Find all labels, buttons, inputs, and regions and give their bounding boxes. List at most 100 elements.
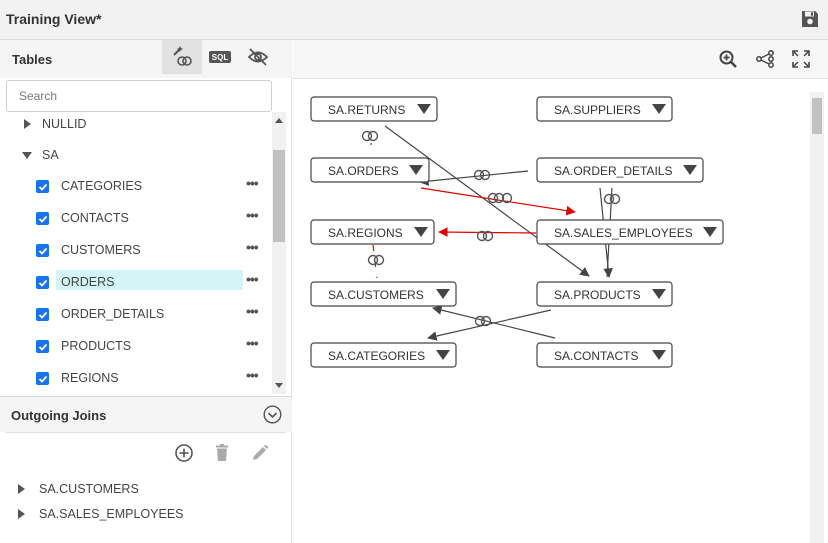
diagram-node-customers[interactable]: SA.CUSTOMERS <box>310 281 457 307</box>
caret-right-icon[interactable] <box>24 119 31 129</box>
table-checkbox[interactable] <box>36 212 49 225</box>
node-dropdown-icon[interactable] <box>414 227 428 237</box>
node-dropdown-icon[interactable] <box>652 289 666 299</box>
join-diagram: SA.RETURNS SA.SUPPLIERS SA.ORDERS SA.ORD… <box>310 96 724 368</box>
table-row[interactable]: REGIONS ••• <box>0 366 272 392</box>
table-label: CUSTOMERS <box>61 243 141 257</box>
more-options-icon[interactable]: ••• <box>246 367 259 383</box>
node-dropdown-icon[interactable] <box>652 350 666 360</box>
node-dropdown-icon[interactable] <box>652 104 666 114</box>
table-row[interactable]: ORDER_DETAILS ••• <box>0 302 272 328</box>
table-checkbox[interactable] <box>36 340 49 353</box>
tree-node-sa[interactable]: SA <box>0 143 272 169</box>
join-line[interactable] <box>384 125 590 277</box>
diagram-node-order-details[interactable]: SA.ORDER_DETAILS <box>536 157 704 183</box>
table-row[interactable]: CONTACTS ••• <box>0 206 272 232</box>
scroll-thumb[interactable] <box>273 150 285 242</box>
table-tree: NULLID SA CATEGORIES ••• CONTACTS ••• CU… <box>0 112 272 394</box>
scroll-down-icon[interactable] <box>275 383 283 388</box>
table-label: CONTACTS <box>61 211 129 225</box>
node-dropdown-icon[interactable] <box>436 289 450 299</box>
sql-button[interactable]: SQL <box>200 40 240 74</box>
join-line[interactable] <box>419 170 529 186</box>
table-row[interactable]: CATEGORIES ••• <box>0 174 272 200</box>
join-icon[interactable] <box>474 315 492 327</box>
table-checkbox[interactable] <box>36 308 49 321</box>
table-checkbox[interactable] <box>36 276 49 289</box>
join-icon[interactable] <box>473 169 491 181</box>
caret-right-icon[interactable] <box>18 509 25 519</box>
node-dropdown-icon[interactable] <box>703 227 717 237</box>
diagram-node-orders[interactable]: SA.ORDERS <box>310 157 430 183</box>
table-row[interactable]: CUSTOMERS ••• <box>0 238 272 264</box>
auto-join-button[interactable] <box>162 40 202 74</box>
delete-join-button[interactable] <box>211 442 233 464</box>
diagram-canvas[interactable]: SA.RETURNS SA.SUPPLIERS SA.ORDERS SA.ORD… <box>293 40 828 543</box>
pencil-icon <box>253 444 269 460</box>
diagram-node-contacts[interactable]: SA.CONTACTS <box>536 342 673 368</box>
join-icon[interactable] <box>367 254 385 266</box>
node-dropdown-icon[interactable] <box>417 104 431 114</box>
more-options-icon[interactable]: ••• <box>246 207 259 223</box>
title-bar: Training View* <box>0 0 828 40</box>
tree-node-nullid[interactable]: NULLID <box>0 112 272 138</box>
scroll-thumb[interactable] <box>812 98 822 134</box>
zoom-in-button[interactable] <box>717 48 739 70</box>
join-item[interactable]: SA.CUSTOMERS <box>0 479 290 501</box>
sql-label: SQL <box>212 53 229 62</box>
table-checkbox[interactable] <box>36 372 49 385</box>
table-label: ORDERS <box>61 275 115 289</box>
row-highlight <box>56 270 243 290</box>
diagram-node-categories[interactable]: SA.CATEGORIES <box>310 342 457 368</box>
save-button[interactable] <box>800 9 820 29</box>
magic-join-icon <box>173 46 192 66</box>
add-join-button[interactable] <box>173 442 195 464</box>
more-options-icon[interactable]: ••• <box>246 175 259 191</box>
edit-join-button[interactable] <box>249 442 271 464</box>
check-icon <box>38 215 47 223</box>
diagram-node-products[interactable]: SA.PRODUCTS <box>536 281 673 307</box>
node-dropdown-icon[interactable] <box>436 350 450 360</box>
auto-layout-button[interactable] <box>754 48 776 70</box>
tree-scrollbar[interactable] <box>272 112 286 394</box>
scroll-up-icon[interactable] <box>275 118 283 123</box>
join-icon[interactable] <box>476 230 494 242</box>
fullscreen-icon <box>792 50 810 68</box>
table-row[interactable]: PRODUCTS ••• <box>0 334 272 360</box>
divider <box>6 432 286 433</box>
diagram-node-returns[interactable]: SA.RETURNS <box>310 96 438 122</box>
join-icon[interactable] <box>603 193 621 205</box>
join-line[interactable] <box>420 187 576 216</box>
join-icon[interactable] <box>361 130 379 142</box>
diagram-node-suppliers[interactable]: SA.SUPPLIERS <box>536 96 673 122</box>
caret-down-icon[interactable] <box>22 152 32 159</box>
join-line[interactable] <box>432 305 556 339</box>
fit-to-screen-button[interactable] <box>790 48 812 70</box>
node-dropdown-icon[interactable] <box>409 165 423 175</box>
caret-right-icon[interactable] <box>18 484 25 494</box>
hide-button[interactable] <box>238 40 278 74</box>
table-label: CATEGORIES <box>61 179 143 193</box>
more-options-icon[interactable]: ••• <box>246 335 259 351</box>
search-input[interactable] <box>6 80 272 112</box>
table-label: ORDER_DETAILS <box>61 307 165 321</box>
table-checkbox[interactable] <box>36 180 49 193</box>
more-options-icon[interactable]: ••• <box>246 271 259 287</box>
collapse-joins-button[interactable] <box>263 405 282 424</box>
more-options-icon[interactable]: ••• <box>246 303 259 319</box>
table-row[interactable]: ORDERS ••• <box>0 270 272 296</box>
join-line[interactable] <box>438 227 537 237</box>
check-icon <box>38 279 47 287</box>
join-icon[interactable] <box>487 192 513 204</box>
diagram-node-regions[interactable]: SA.REGIONS <box>310 219 435 245</box>
eye-off-icon <box>247 48 269 66</box>
node-dropdown-icon[interactable] <box>683 165 697 175</box>
check-icon <box>38 311 47 319</box>
node-label: SA.REGIONS <box>328 226 403 240</box>
diagram-node-sales-employees[interactable]: SA.SALES_EMPLOYEES <box>536 219 724 245</box>
canvas-scrollbar[interactable] <box>810 92 824 543</box>
table-checkbox[interactable] <box>36 244 49 257</box>
zoom-in-icon <box>719 50 737 68</box>
join-item[interactable]: SA.SALES_EMPLOYEES <box>0 504 290 526</box>
more-options-icon[interactable]: ••• <box>246 239 259 255</box>
